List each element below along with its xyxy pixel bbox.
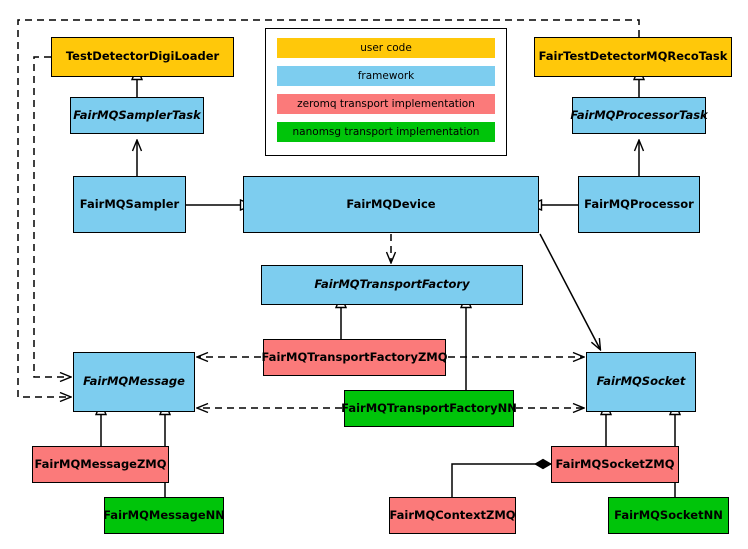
class-box-label: FairMQTransportFactoryNN bbox=[341, 400, 517, 415]
class-box-label: FairMQMessage bbox=[83, 374, 185, 389]
legend-label: zeromq transport implementation bbox=[297, 98, 475, 110]
legend-item-user-code: user code bbox=[277, 38, 495, 58]
class-box-FairTestDetectorMQRecoTask[interactable]: FairTestDetectorMQRecoTask bbox=[534, 37, 732, 77]
class-box-FairMQMessageZMQ[interactable]: FairMQMessageZMQ bbox=[32, 446, 169, 483]
class-box-FairMQProcessorTask[interactable]: FairMQProcessorTask bbox=[570, 97, 708, 134]
class-box-label: FairMQTransportFactory bbox=[314, 277, 470, 292]
edge-composition bbox=[451, 458, 552, 497]
legend-label: framework bbox=[357, 70, 415, 82]
class-box-FairMQTransportFactoryNN[interactable]: FairMQTransportFactoryNN bbox=[341, 390, 517, 427]
class-box-TestDetectorDigiLoader[interactable]: TestDetectorDigiLoader bbox=[51, 37, 234, 77]
legend-item-nanomsg: nanomsg transport implementation bbox=[277, 122, 495, 142]
class-box-label: FairMQSamplerTask bbox=[73, 107, 201, 122]
class-box-FairMQTransportFactory[interactable]: FairMQTransportFactory bbox=[261, 265, 523, 305]
class-box-FairMQSamplerTask[interactable]: FairMQSamplerTask bbox=[70, 97, 204, 134]
class-box-label: FairMQSocketZMQ bbox=[555, 456, 675, 471]
class-box-label: FairMQContextZMQ bbox=[389, 507, 516, 522]
edge-dependency bbox=[17, 19, 640, 397]
class-box-FairMQSocket[interactable]: FairMQSocket bbox=[586, 352, 696, 412]
class-box-label: FairMQSocketNN bbox=[614, 507, 723, 522]
class-box-label: TestDetectorDigiLoader bbox=[65, 49, 220, 64]
class-box-FairMQMessageNN[interactable]: FairMQMessageNN bbox=[103, 497, 225, 534]
class-box-label: FairMQSampler bbox=[79, 196, 180, 211]
edge-dependency bbox=[33, 56, 70, 377]
class-box-label: FairMQDevice bbox=[346, 196, 436, 211]
class-box-label: FairMQMessageZMQ bbox=[34, 456, 167, 471]
legend-label: nanomsg transport implementation bbox=[292, 126, 480, 138]
class-box-FairMQProcessor[interactable]: FairMQProcessor bbox=[578, 176, 700, 233]
class-box-FairMQSocketZMQ[interactable]: FairMQSocketZMQ bbox=[551, 446, 679, 483]
class-box-label: FairMQMessageNN bbox=[103, 507, 225, 522]
class-box-label: FairMQTransportFactoryZMQ bbox=[261, 349, 448, 364]
class-box-FairMQMessage[interactable]: FairMQMessage bbox=[73, 352, 195, 412]
class-box-label: FairTestDetectorMQRecoTask bbox=[538, 49, 728, 64]
class-box-FairMQSocketNN[interactable]: FairMQSocketNN bbox=[608, 497, 729, 534]
class-box-FairMQTransportFactoryZMQ[interactable]: FairMQTransportFactoryZMQ bbox=[261, 339, 448, 376]
legend-item-framework: framework bbox=[277, 66, 495, 86]
class-box-FairMQSampler[interactable]: FairMQSampler bbox=[73, 176, 186, 233]
class-box-label: FairMQProcessor bbox=[584, 196, 694, 211]
class-box-label: FairMQProcessorTask bbox=[570, 107, 708, 122]
class-box-FairMQDevice[interactable]: FairMQDevice bbox=[243, 176, 539, 233]
legend-item-zeromq: zeromq transport implementation bbox=[277, 94, 495, 114]
class-box-FairMQContextZMQ[interactable]: FairMQContextZMQ bbox=[389, 497, 516, 534]
legend-panel: user code framework zeromq transport imp… bbox=[265, 28, 507, 156]
legend-label: user code bbox=[360, 42, 412, 54]
class-box-label: FairMQSocket bbox=[596, 374, 686, 389]
edge-association bbox=[539, 233, 600, 349]
